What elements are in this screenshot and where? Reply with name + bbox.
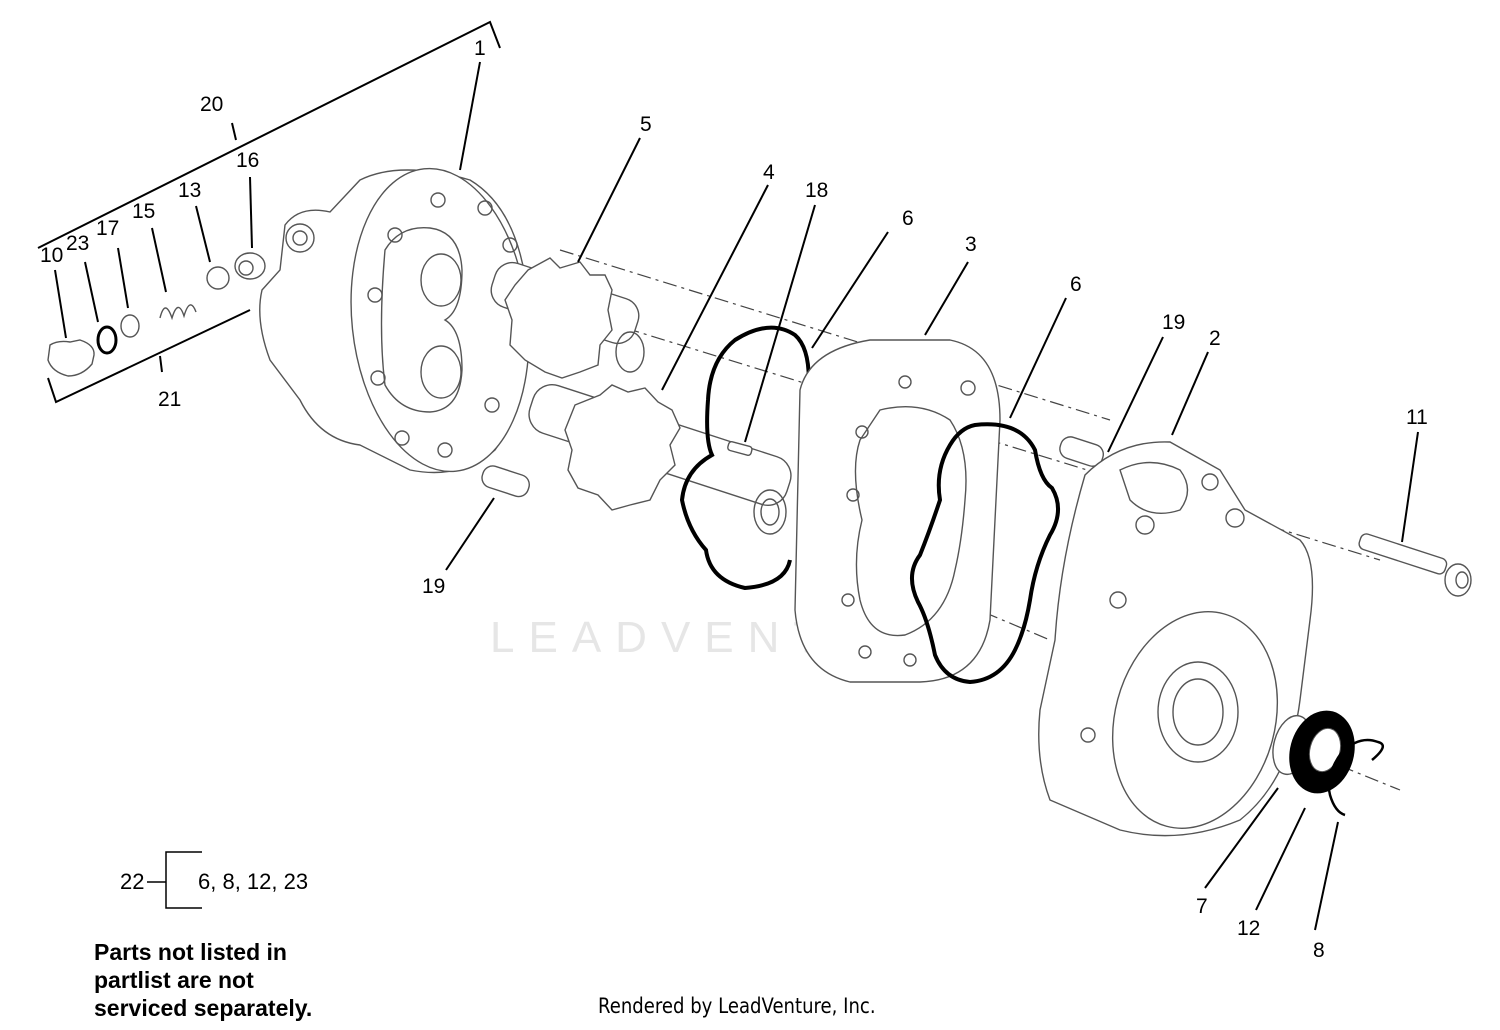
callout-6a: 6 — [902, 207, 914, 230]
callout-21: 21 — [158, 388, 181, 411]
drive-gear-part-5 — [490, 257, 645, 379]
service-note-line-1: Parts not listed in — [94, 939, 287, 965]
gear-plate-part-3 — [794, 339, 1001, 683]
seat-part-16 — [234, 252, 266, 280]
driven-gear-part-4 — [528, 384, 792, 535]
callout-12: 12 — [1237, 917, 1260, 940]
kit-22-contents: 6, 8, 12, 23 — [198, 869, 308, 894]
callout-16: 16 — [236, 149, 259, 172]
dowel-pin-part-19a — [481, 465, 530, 498]
kit-22-number: 22 — [120, 869, 144, 894]
service-note-line-2: partlist are not — [94, 967, 254, 993]
kit-bracket-lines — [37, 20, 501, 404]
rendered-by-footer: Rendered by LeadVenture, Inc. — [598, 994, 876, 1018]
callout-leader-lines — [54, 61, 1419, 931]
callout-8: 8 — [1313, 939, 1325, 962]
plug-part-10 — [47, 339, 95, 377]
callout-6b: 6 — [1070, 273, 1082, 296]
service-note: Parts not listed in partlist are not ser… — [94, 938, 414, 1022]
callout-4: 4 — [763, 161, 775, 184]
bolt-part-11 — [1358, 533, 1472, 597]
relief-valve-parts — [47, 252, 266, 377]
callout-5: 5 — [640, 113, 652, 136]
callout-18: 18 — [805, 179, 828, 202]
callout-labels: 1 20 16 13 15 17 23 10 21 5 4 18 6 3 6 1… — [40, 37, 1428, 962]
service-note-line-3: serviced separately. — [94, 995, 313, 1021]
o-ring-part-23 — [96, 325, 118, 355]
callout-3: 3 — [965, 233, 977, 256]
callout-7: 7 — [1196, 895, 1208, 918]
callout-20: 20 — [200, 93, 223, 116]
callout-11: 11 — [1406, 406, 1428, 429]
callout-19a: 19 — [422, 575, 445, 598]
spring-part-15 — [159, 304, 197, 321]
key-part-18 — [727, 441, 753, 456]
callout-2: 2 — [1209, 327, 1221, 350]
callout-10: 10 — [40, 244, 63, 267]
dowel-pin-part-19b — [1059, 436, 1105, 467]
seal-ring-part-6a — [679, 325, 811, 591]
retaining-ring-part-8 — [1327, 738, 1385, 817]
callout-15: 15 — [132, 200, 155, 223]
mounting-cover-part-2 — [1038, 441, 1314, 837]
callout-23: 23 — [66, 232, 89, 255]
callout-19b: 19 — [1162, 311, 1185, 334]
seal-ring-part-6b — [910, 422, 1060, 685]
callout-17: 17 — [96, 217, 119, 240]
shaft-seal-part-12 — [1289, 710, 1355, 794]
kit-22-legend: 22 6, 8, 12, 23 — [120, 851, 308, 909]
ball-part-13 — [206, 266, 230, 290]
callout-1: 1 — [474, 37, 486, 60]
callout-13: 13 — [178, 179, 201, 202]
washer-part-17 — [120, 314, 140, 338]
pump-housing-part-1 — [259, 167, 530, 474]
